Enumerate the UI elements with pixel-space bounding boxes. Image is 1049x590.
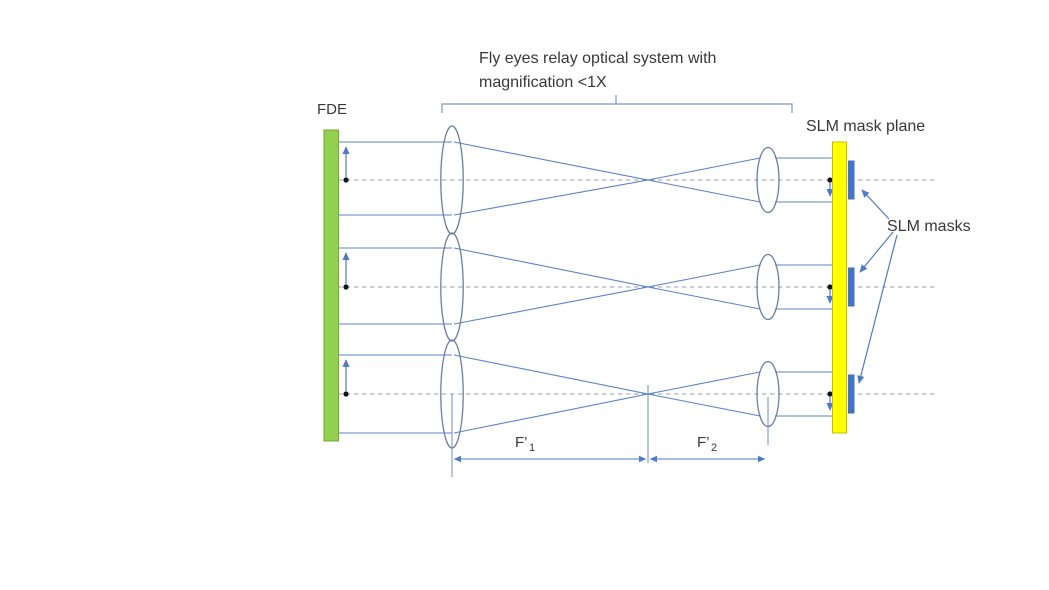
callout-arrow-mask-3	[857, 234, 898, 384]
optical-axes	[338, 179, 937, 395]
image-point-3	[827, 391, 833, 397]
image-point-2	[827, 284, 833, 290]
slm-mask-plane-label: SLM mask plane	[806, 118, 925, 135]
slm-mask-plane-bar	[832, 141, 847, 434]
ray-line	[647, 286, 761, 310]
fly-eye-lens-2	[440, 232, 464, 342]
relay-lens-1	[756, 146, 780, 214]
ray-line	[647, 179, 761, 203]
f2-label: F’	[697, 434, 710, 451]
focal-length-annotation: F’ 1 F’ 2	[451, 385, 769, 477]
f1-label-subscript: 1	[529, 442, 535, 454]
ray-line	[647, 371, 761, 395]
slm-mask-3	[848, 374, 855, 414]
slm-masks-callout: SLM masks	[857, 189, 971, 384]
slm-mask-1	[848, 160, 855, 200]
object-point-2	[343, 284, 349, 290]
f2-label-subscript: 2	[711, 442, 717, 454]
callout-arrow-mask-1	[861, 189, 890, 220]
slm-masks-label: SLM masks	[887, 218, 971, 235]
title-line-2: magnification <1X	[479, 74, 607, 91]
ray-line	[453, 286, 649, 325]
ray-line	[453, 393, 649, 434]
optical-channel-3	[338, 339, 834, 449]
fly-eye-system-bracket	[441, 95, 793, 113]
fde-bar	[323, 129, 339, 442]
object-point-1	[343, 177, 349, 183]
ray-line	[453, 247, 649, 288]
optical-channel-1	[338, 125, 834, 235]
title-line-1: Fly eyes relay optical system with	[479, 50, 716, 67]
fde-assembly: FDE	[317, 101, 347, 442]
object-point-3	[343, 391, 349, 397]
fde-label: FDE	[317, 101, 347, 118]
ray-line	[647, 157, 761, 181]
ray-line	[647, 393, 761, 417]
callout-arrow-mask-2	[859, 231, 894, 273]
fly-eye-lens-1	[440, 125, 464, 235]
optical-channel-2	[338, 232, 834, 342]
ray-line	[453, 354, 649, 395]
ray-line	[647, 264, 761, 288]
ray-line	[453, 141, 649, 181]
slm-assembly: SLM mask plane	[806, 118, 925, 434]
title-block: Fly eyes relay optical system with magni…	[441, 50, 793, 113]
image-point-1	[827, 177, 833, 183]
relay-lens-2	[756, 253, 780, 321]
slm-mask-2	[848, 267, 855, 307]
ray-line	[453, 179, 649, 216]
f1-label: F’	[515, 434, 528, 451]
